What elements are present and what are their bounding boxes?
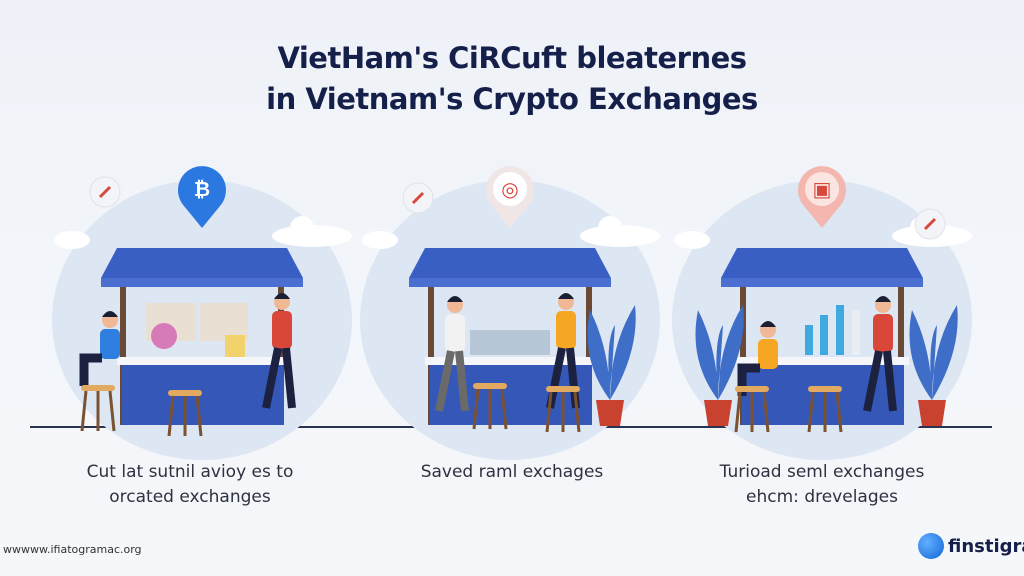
price-board xyxy=(200,303,248,341)
potted-plant xyxy=(909,305,958,426)
caption-panel-1: Cut lat sutnil avioy es to orcated excha… xyxy=(30,460,350,510)
caption-line: orcated exchanges xyxy=(109,487,271,507)
stool xyxy=(807,386,843,433)
potted-plant xyxy=(587,305,636,426)
stool xyxy=(734,386,770,433)
stall-panel-3: ▣ xyxy=(672,166,972,460)
caption-panel-2: Saved raml exchages xyxy=(352,460,672,485)
goods xyxy=(470,330,550,355)
badge-icon xyxy=(402,182,434,214)
awning xyxy=(721,248,923,278)
person xyxy=(863,296,897,412)
footer-url[interactable]: wwwww.ifiatogramac.org xyxy=(3,543,142,556)
svg-text:▣: ▣ xyxy=(813,177,832,201)
coin-pin-icon: ◎ xyxy=(485,166,534,228)
cloud xyxy=(54,216,352,249)
brand-name: finstigra xyxy=(948,535,1024,557)
caption-line: Turioad seml exchanges xyxy=(719,462,925,482)
person xyxy=(435,296,469,412)
stool xyxy=(80,385,116,432)
counter xyxy=(122,365,284,425)
caption-panel-3: Turioad seml exchanges ehcm: drevelages xyxy=(662,460,982,510)
title-line-2: in Vietnam's Crypto Exchanges xyxy=(266,82,758,116)
caption-line: Cut lat sutnil avioy es to xyxy=(86,462,294,482)
page-title: VietHam's CiRCuft bleaternes in Vietnam'… xyxy=(0,38,1024,120)
svg-text:₿: ₿ xyxy=(194,177,210,201)
stool xyxy=(545,386,581,433)
person xyxy=(262,293,296,409)
stool xyxy=(167,390,203,437)
bitcoin-pin-icon: ₿ xyxy=(178,166,226,228)
cloud xyxy=(362,216,660,249)
wallet-pin-icon: ▣ xyxy=(797,166,846,228)
stool xyxy=(472,383,508,430)
brand-logo: finstigra xyxy=(918,533,1024,559)
coin-icon xyxy=(151,323,177,349)
awning xyxy=(409,248,611,278)
counter xyxy=(430,365,592,425)
caption-line: ehcm: drevelages xyxy=(746,487,898,507)
potted-plant xyxy=(695,305,744,426)
svg-text:◎: ◎ xyxy=(501,177,518,201)
stall-panel-2: ◎ xyxy=(360,166,660,460)
badge-icon xyxy=(89,176,121,208)
person xyxy=(79,311,120,386)
stall-panel-1: ₿ xyxy=(52,166,352,460)
caption-line: Saved raml exchages xyxy=(420,462,604,482)
title-line-1: VietHam's CiRCuft bleaternes xyxy=(277,41,747,75)
logo-icon xyxy=(918,533,944,559)
badge-icon xyxy=(914,208,946,240)
chart-bars xyxy=(805,305,860,355)
awning xyxy=(101,248,303,278)
